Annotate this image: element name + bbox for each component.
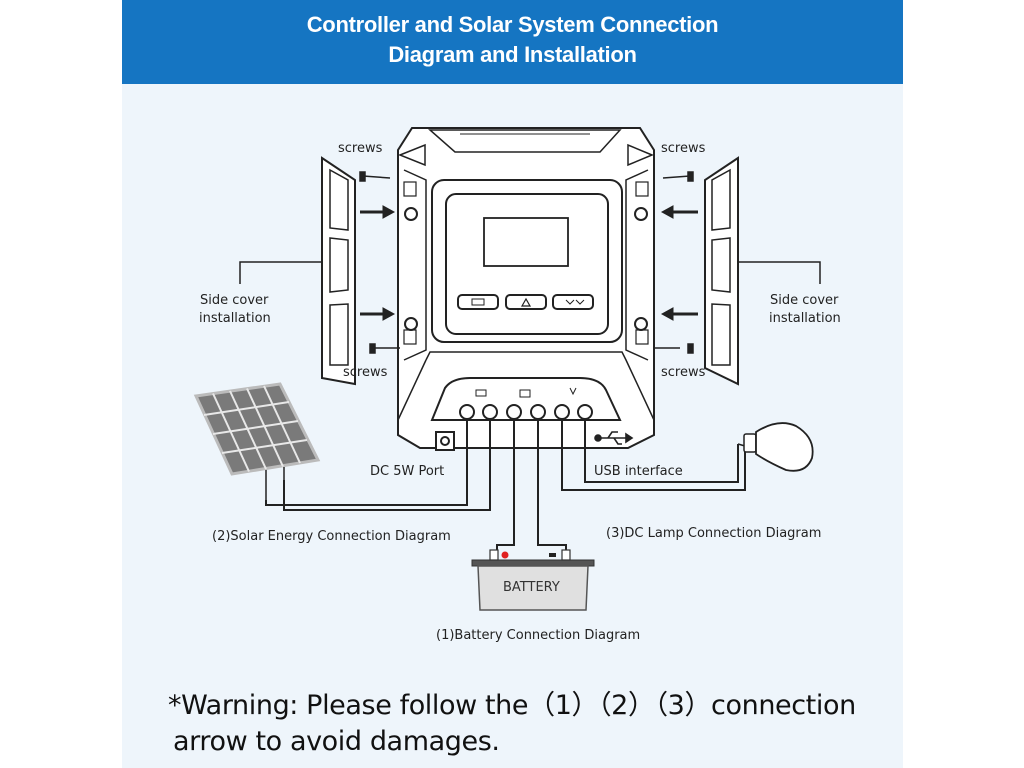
side-cover-right — [704, 156, 739, 386]
dc-port-label: DC 5W Port — [370, 464, 445, 479]
arrow-right-top — [660, 205, 698, 219]
title-line-1: Controller and Solar System Connection — [306, 12, 719, 37]
battery — [471, 549, 595, 611]
battery-positive-terminal — [501, 551, 509, 559]
title-line-2: Diagram and Installation — [388, 42, 637, 67]
warning-text: *Warning: Please follow the（1）（2）（3）conn… — [168, 688, 856, 760]
battery-label: BATTERY — [503, 580, 560, 595]
side-cover-left — [321, 156, 356, 386]
side-cover-label-left-1: Side cover — [200, 293, 269, 308]
header-banner: Controller and Solar System Connection D… — [122, 0, 903, 84]
side-cover-label-left-2: installation — [199, 311, 271, 326]
dc-port — [435, 431, 455, 451]
usb-interface-label: USB interface — [594, 464, 683, 479]
warning-line-1: *Warning: Please follow the（1）（2）（3）conn… — [168, 690, 856, 721]
arrow-left-top — [360, 205, 396, 219]
screws-label-bottom-left: screws — [343, 365, 388, 380]
screws-label-bottom-right: screws — [661, 365, 706, 380]
screw-bottom-right — [655, 343, 694, 354]
arrow-right-bottom — [660, 307, 698, 321]
down-button — [552, 294, 594, 310]
battery-negative-terminal — [549, 553, 556, 557]
warning-line-2: arrow to avoid damages. — [173, 726, 500, 757]
controller — [397, 127, 655, 449]
side-cover-label-right-1: Side cover — [770, 293, 839, 308]
screws-label-top-left: screws — [338, 141, 383, 156]
side-cover-label-right-2: installation — [769, 311, 841, 326]
usb-icon — [594, 431, 634, 445]
up-button — [505, 294, 547, 310]
screw-bottom-left — [369, 343, 400, 354]
battery-diagram-label: (1)Battery Connection Diagram — [436, 628, 641, 643]
lamp-icon — [737, 422, 814, 472]
solar-panel — [193, 382, 321, 500]
screw-top-left — [359, 171, 391, 182]
lamp-diagram-label: (3)DC Lamp Connection Diagram — [606, 526, 822, 541]
screws-label-top-right: screws — [661, 141, 706, 156]
screw-top-right — [662, 171, 694, 182]
solar-diagram-label: (2)Solar Energy Connection Diagram — [212, 529, 451, 544]
menu-button — [457, 294, 499, 310]
terminal-row — [459, 404, 593, 420]
arrow-left-bottom — [360, 307, 396, 321]
